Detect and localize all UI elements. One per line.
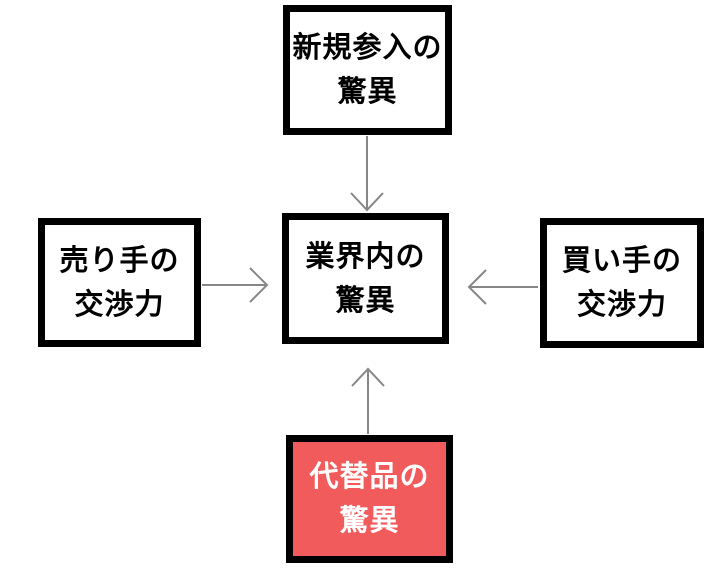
box-new-entrants: 新規参入の 驚異 xyxy=(283,5,452,135)
arrow-left-icon xyxy=(467,269,538,305)
box-sellers-label-line1: 売り手の xyxy=(59,244,180,277)
box-buyers: 買い手の 交渉力 xyxy=(540,218,704,348)
box-substitutes-label-line1: 代替品の xyxy=(309,461,430,493)
box-sellers-label-line2: 交渉力 xyxy=(74,288,165,321)
box-industry-label-line2: 驚異 xyxy=(335,284,396,317)
arrow-down-icon xyxy=(350,136,384,212)
box-substitutes-label-line2: 驚異 xyxy=(339,505,400,537)
box-industry: 業界内の 驚異 xyxy=(282,213,449,344)
box-buyers-label-line1: 買い手の xyxy=(561,245,682,277)
arrow-up-icon xyxy=(351,367,385,434)
box-substitutes: 代替品の 驚異 xyxy=(286,435,453,563)
box-new-entrants-label-line2: 驚異 xyxy=(337,76,398,108)
box-buyers-label-line2: 交渉力 xyxy=(576,289,667,321)
arrow-right-icon xyxy=(202,267,269,303)
box-industry-label-line1: 業界内の xyxy=(305,240,426,273)
box-sellers: 売り手の 交渉力 xyxy=(38,218,201,347)
box-new-entrants-label-line1: 新規参入の xyxy=(292,32,443,64)
